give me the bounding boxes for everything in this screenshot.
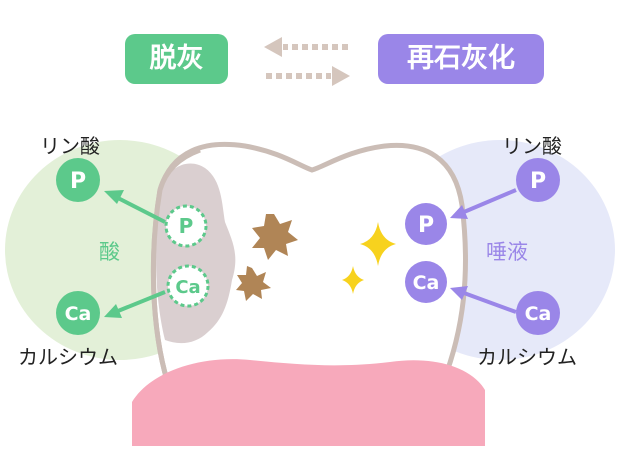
left-calcium-label: カルシウム xyxy=(18,345,118,369)
sparkle-small xyxy=(342,266,364,294)
stain-large xyxy=(252,214,298,260)
demineralization-title: 脱灰 xyxy=(125,34,228,84)
phosphate-symbol-released: P xyxy=(70,169,86,194)
saliva-supply-arrows xyxy=(450,188,517,314)
phosphate-symbol-deposited: P xyxy=(418,213,434,238)
calcium-circle-deposited xyxy=(405,261,447,303)
sparkle-large xyxy=(360,222,396,266)
phosphate-symbol-saliva: P xyxy=(530,169,546,194)
saliva-label: 唾液 xyxy=(486,240,528,264)
acid-release-arrows xyxy=(104,190,166,318)
remineralization-title: 再石灰化 xyxy=(378,34,544,84)
calcium-circle-released xyxy=(56,291,100,335)
calcium-symbol-deposited: Ca xyxy=(413,272,440,294)
left-phosphate-label: リン酸 xyxy=(40,134,100,158)
phosphate-symbol-dissolving: P xyxy=(179,214,194,238)
calcium-circle-dissolving xyxy=(166,264,210,308)
reversible-arrows xyxy=(264,37,350,86)
calcium-symbol-saliva: Ca xyxy=(525,303,552,325)
calcium-symbol-released: Ca xyxy=(65,303,92,325)
stain-small xyxy=(236,266,271,301)
phosphate-circle-dissolving xyxy=(164,204,208,248)
calcium-symbol-dissolving: Ca xyxy=(175,277,200,298)
phosphate-circle-saliva xyxy=(516,158,560,202)
acid-label: 酸 xyxy=(99,240,120,264)
calcium-circle-saliva xyxy=(516,291,560,335)
phosphate-circle-deposited xyxy=(405,203,447,245)
right-calcium-label: カルシウム xyxy=(477,345,577,369)
gum xyxy=(132,359,485,446)
right-phosphate-label: リン酸 xyxy=(502,134,562,158)
phosphate-circle-released xyxy=(56,158,100,202)
